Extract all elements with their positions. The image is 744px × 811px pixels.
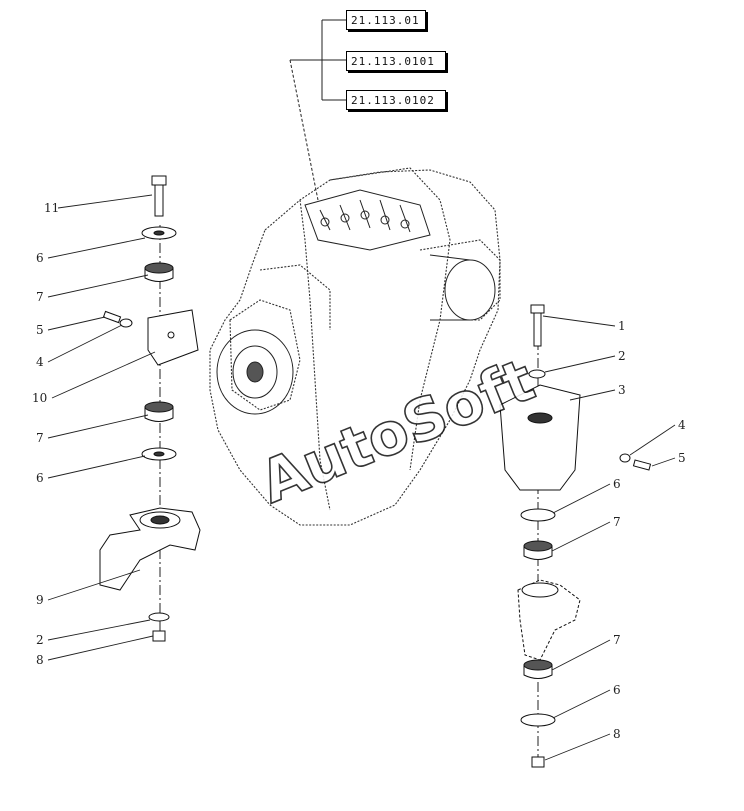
left-leaders [47, 194, 156, 661]
assembly-axes [159, 225, 539, 765]
part-number-label: 1 [618, 319, 626, 333]
part-number-label: 2 [618, 349, 626, 363]
transmission-housing [209, 167, 501, 526]
ref-code-leader [289, 19, 346, 201]
ref-code-box-3: 21.113.0102 [346, 90, 446, 110]
part-number-label: 6 [36, 471, 44, 485]
part-number-label: 11 [44, 201, 59, 215]
right-stack [499, 304, 652, 768]
part-number-label: 5 [678, 451, 686, 465]
part-number-label: 7 [36, 290, 44, 304]
ref-code-box-2: 21.113.0101 [346, 51, 446, 71]
part-number-label: 6 [36, 251, 44, 265]
watermark-text: AutoSoft [251, 345, 544, 516]
part-number-label: 7 [613, 515, 621, 529]
right-leaders [542, 315, 676, 761]
part-number-label: 9 [36, 593, 44, 607]
part-number-label: 10 [32, 391, 47, 405]
right-label-group: 1 2 3 4 5 6 7 7 6 8 [613, 319, 686, 741]
part-number-label: 8 [36, 653, 44, 667]
part-number-label: 7 [36, 431, 44, 445]
part-number-label: 2 [36, 633, 44, 647]
valve-block [304, 189, 431, 251]
left-label-group: 11 6 7 5 4 10 7 6 9 2 8 [32, 201, 59, 667]
part-number-label: 3 [618, 383, 626, 397]
part-number-label: 6 [613, 683, 621, 697]
output-flange [216, 329, 294, 415]
part-number-label: 5 [36, 323, 44, 337]
left-stack [99, 175, 201, 642]
part-number-label: 7 [613, 633, 621, 647]
part-number-label: 8 [613, 727, 621, 741]
part-number-label: 4 [678, 418, 686, 432]
ref-code-box-1: 21.113.01 [346, 10, 426, 30]
pump-cylinder [429, 254, 496, 321]
part-number-label: 4 [36, 355, 44, 369]
part-number-label: 6 [613, 477, 621, 491]
